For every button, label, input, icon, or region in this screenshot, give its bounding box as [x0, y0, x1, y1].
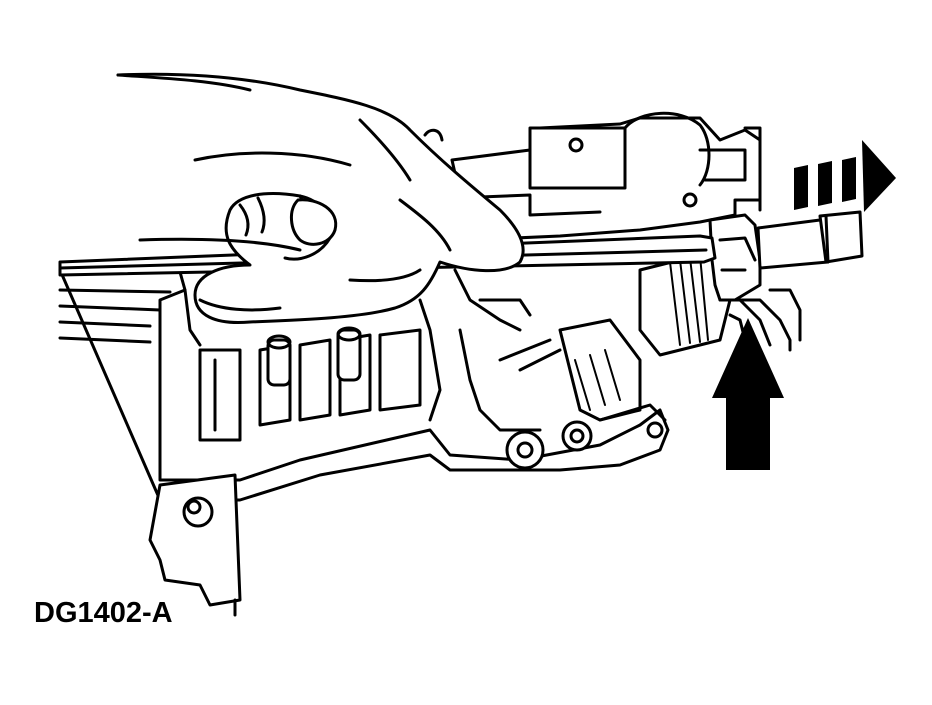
figure-label: DG1402-A: [34, 597, 173, 629]
connector-tool: [708, 210, 864, 302]
push-direction-arrow: [712, 318, 784, 470]
threaded-collar: [638, 253, 802, 357]
main-casting: [58, 268, 670, 617]
upper-housing: [450, 111, 762, 242]
pull-direction-arrow: [794, 140, 896, 212]
hand: [116, 72, 532, 332]
